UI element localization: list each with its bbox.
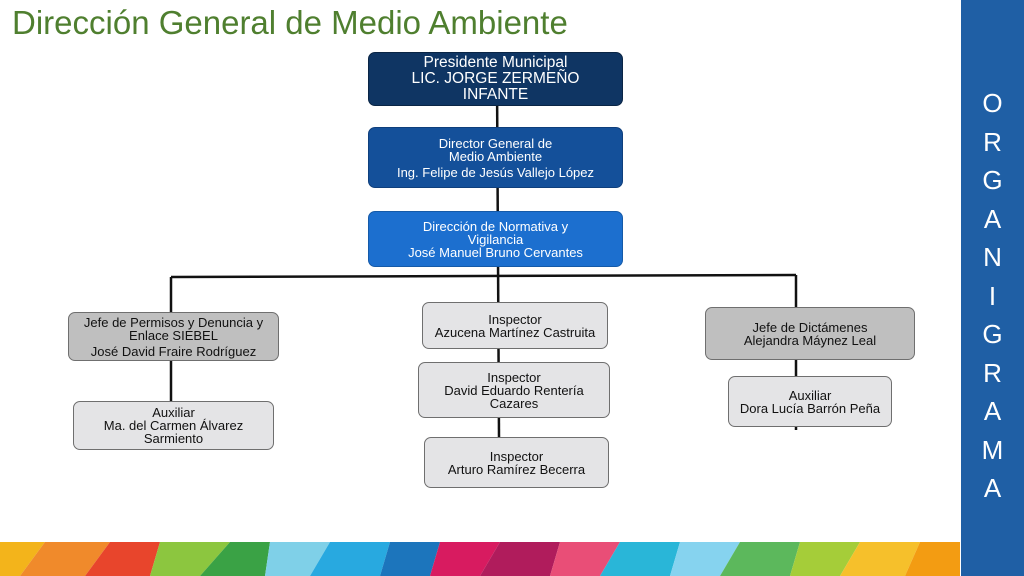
box-director-title: Director General de Medio Ambiente — [438, 135, 553, 164]
side-letter: R — [983, 357, 1002, 388]
box-permisos-title: Jefe de Permisos y Denuncia y Enlace SIE… — [83, 314, 264, 343]
box-normativa: Dirección de Normativa y Vigilancia José… — [368, 211, 623, 267]
side-letter: A — [983, 473, 1002, 503]
side-letter: O — [982, 88, 1003, 118]
side-letter: G — [982, 165, 1003, 195]
box-auxiliar-right-title: Auxiliar — [788, 387, 832, 403]
box-auxiliar-left: Auxiliar Ma. del Carmen Álvarez Sarmient… — [73, 401, 274, 450]
box-inspector-2-title: Inspector — [487, 369, 541, 385]
side-letter: G — [982, 319, 1003, 349]
box-inspector-1: Inspector Azucena Martínez Castruita — [422, 302, 608, 349]
box-director-name: Ing. Felipe de Jesús Vallejo López — [396, 164, 595, 180]
side-letter: A — [983, 396, 1002, 426]
side-letter: R — [983, 126, 1002, 157]
box-director: Director General de Medio Ambiente Ing. … — [368, 127, 623, 188]
box-auxiliar-left-title: Auxiliar — [152, 405, 195, 420]
box-dictamenes: Jefe de Dictámenes Alejandra Máynez Leal — [705, 307, 915, 360]
box-inspector-2-name: David Eduardo Rentería Cazares — [444, 382, 584, 411]
connector-branch-bar — [170, 273, 797, 279]
box-inspector-3-title: Inspector — [489, 448, 544, 464]
box-dictamenes-title: Jefe de Dictámenes — [752, 319, 868, 335]
side-letter: N — [983, 242, 1002, 272]
box-inspector-3: Inspector Arturo Ramírez Becerra — [424, 437, 609, 488]
box-presidente: Presidente Municipal LIC. JORGE ZERMEÑO … — [368, 52, 623, 106]
box-inspector-1-title: Inspector — [488, 311, 542, 327]
box-normativa-title: Dirección de Normativa y Vigilancia — [422, 218, 569, 247]
box-permisos: Jefe de Permisos y Denuncia y Enlace SIE… — [68, 312, 279, 361]
side-letter: I — [988, 280, 997, 311]
box-dictamenes-name: Alejandra Máynez Leal — [743, 332, 877, 348]
side-letter: A — [983, 203, 1002, 234]
box-inspector-2: Inspector David Eduardo Rentería Cazares — [418, 362, 610, 418]
side-letter: M — [981, 434, 1004, 465]
box-auxiliar-left-name: Ma. del Carmen Álvarez Sarmiento — [103, 418, 244, 446]
box-auxiliar-right-name: Dora Lucía Barrón Peña — [739, 400, 881, 416]
page-title: Dirección General de Medio Ambiente — [12, 4, 568, 41]
box-inspector-3-name: Arturo Ramírez Becerra — [447, 461, 586, 477]
box-inspector-1-name: Azucena Martínez Castruita — [434, 324, 596, 340]
box-permisos-name: José David Fraire Rodríguez — [90, 343, 257, 359]
decorative-color-strip — [0, 542, 960, 576]
box-normativa-name: José Manuel Bruno Cervantes — [408, 244, 583, 260]
box-presidente-title: Presidente Municipal — [423, 54, 568, 71]
box-presidente-name: LIC. JORGE ZERMEÑO INFANTE — [411, 70, 580, 103]
box-auxiliar-right: Auxiliar Dora Lucía Barrón Peña — [728, 376, 892, 427]
